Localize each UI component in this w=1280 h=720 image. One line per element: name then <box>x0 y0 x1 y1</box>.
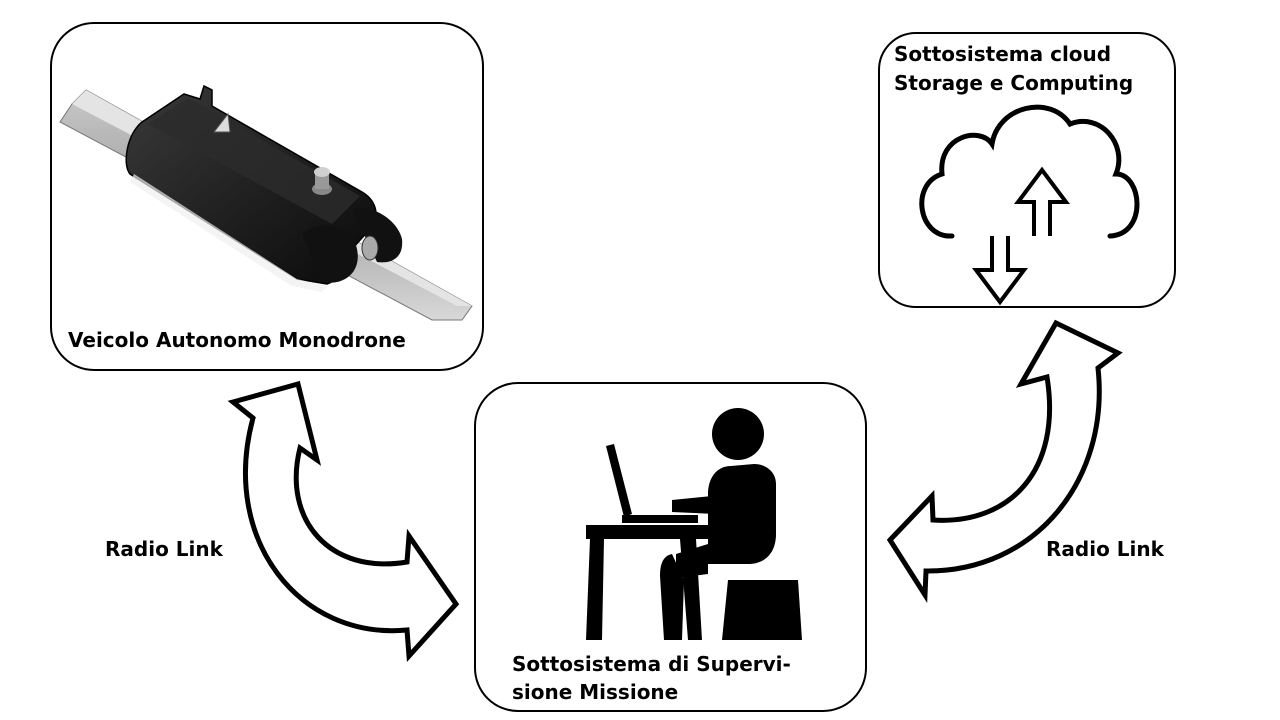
cloud-node: Sottosistema cloud Storage e Computing <box>878 32 1176 308</box>
right-radio-link-label: Radio Link <box>1046 537 1164 561</box>
person-at-laptop-icon <box>586 408 802 640</box>
left-radio-link-arrow <box>227 380 460 662</box>
supervision-label-line1: Sottosistema di Supervi- <box>512 652 791 676</box>
right-radio-link-arrow <box>886 319 1123 604</box>
rail-vehicle-image <box>59 84 473 321</box>
left-radio-link-label: Radio Link <box>105 537 223 561</box>
vehicle-label: Veicolo Autonomo Monodrone <box>68 328 406 352</box>
vehicle-node: Veicolo Autonomo Monodrone <box>50 22 484 371</box>
cloud-label-line2: Storage e Computing <box>894 71 1134 95</box>
supervision-node: Sottosistema di Supervi- sione Missione <box>474 382 867 712</box>
supervision-label-line2: sione Missione <box>512 680 679 704</box>
cloud-label-line1: Sottosistema cloud <box>894 42 1112 66</box>
cloud-upload-download-icon <box>919 104 1140 306</box>
